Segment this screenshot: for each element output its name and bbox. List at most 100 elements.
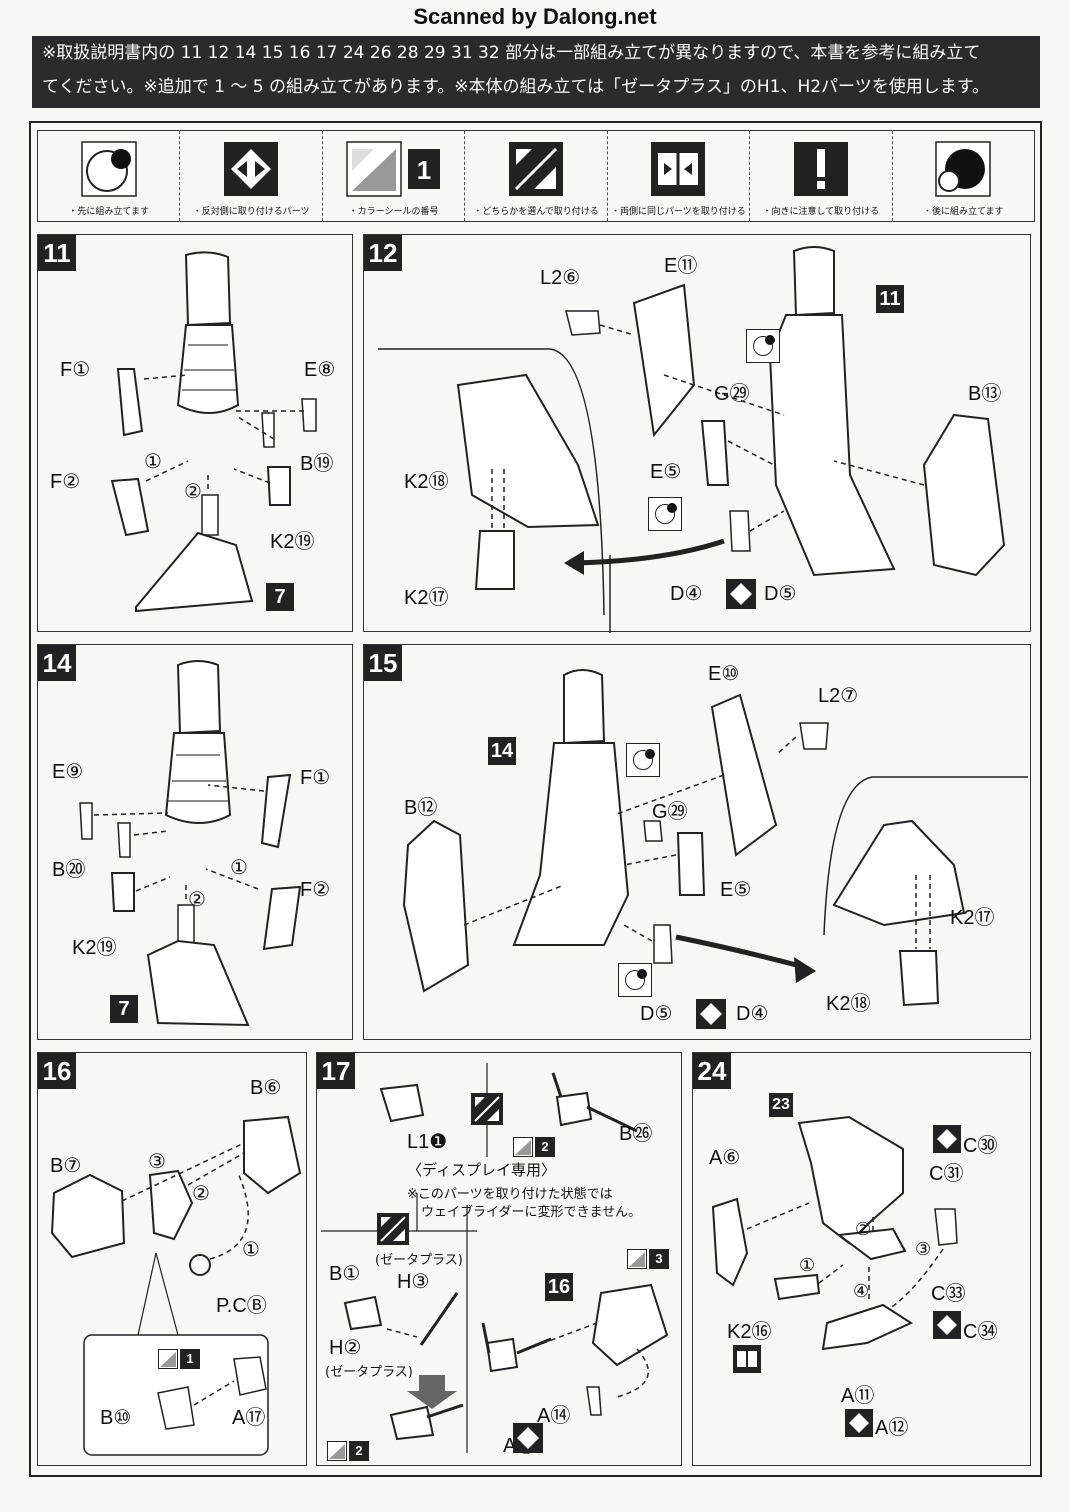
part-label: A⑰ [232, 1407, 266, 1429]
part-label: C㉝ [931, 1283, 966, 1305]
same-both-sides-icon [651, 142, 706, 196]
opposite-side-icon [224, 142, 279, 196]
part-label: K2⑱ [404, 471, 449, 493]
reference-step: 23 [769, 1093, 793, 1117]
step-14-panel: 14 E⑨ F① B⑳ F② K2⑲ ① ② 7 [37, 644, 353, 1040]
opposite-side-icon [696, 999, 726, 1029]
legend-caption: ・反対側に取り付けるパーツ [192, 207, 310, 217]
step-number: 12 [364, 235, 402, 271]
legend-caption: ・後に組み立てます [922, 207, 1004, 217]
opposite-side-icon [933, 1311, 961, 1339]
caution-icon [793, 142, 848, 196]
choose-one-icon [377, 1213, 409, 1245]
part-label: G㉙ [714, 383, 750, 405]
step-11-panel: 11 F① E⑧ B⑲ F② K2⑲ ① ② 7 [37, 234, 353, 632]
part-label: E⑤ [720, 879, 752, 901]
assemble-first-marker [746, 329, 780, 363]
assemble-first-marker [648, 497, 682, 531]
part-label: B⑫ [404, 797, 438, 819]
order-marker: ① [242, 1239, 260, 1261]
part-label: A⑭ [537, 1405, 571, 1427]
instruction-frame [29, 121, 1042, 1477]
legend-caption: ・先に組み立てます [68, 207, 149, 217]
legend-choose-one: ・どちらかを選んで取り付ける [465, 131, 608, 221]
part-label: B① [329, 1263, 361, 1285]
reference-step: 14 [488, 737, 516, 765]
order-marker: ② [192, 1183, 210, 1205]
order-marker: ① [230, 857, 248, 879]
part-label: D④ [736, 1003, 769, 1025]
part-label: L2⑦ [818, 685, 859, 707]
choose-one-icon [508, 142, 563, 196]
part-label: G㉙ [652, 801, 688, 823]
assemble-first-marker [618, 963, 652, 997]
choose-one-icon [471, 1093, 503, 1125]
reference-step: 7 [110, 995, 138, 1023]
part-label: K2⑱ [826, 993, 871, 1015]
legend-caption: ・カラーシールの番号 [348, 207, 439, 217]
step-number: 16 [38, 1053, 76, 1089]
reference-step: 11 [876, 285, 904, 313]
part-label: K2⑰ [950, 907, 995, 929]
scanned-by-watermark: Scanned by Dalong.net [413, 4, 657, 29]
legend-caption: ・向きに注意して取り付ける [762, 207, 880, 217]
part-label: B⑦ [50, 1155, 82, 1177]
part-label: K2⑯ [727, 1321, 772, 1343]
part-label: K2⑲ [72, 937, 117, 959]
opposite-side-icon [726, 579, 756, 609]
legend-assemble-first: ・先に組み立てます [38, 131, 181, 221]
assemble-first-icon [80, 141, 137, 197]
part-label: B㉖ [619, 1123, 653, 1145]
order-marker: ② [184, 481, 202, 503]
step-number: 24 [693, 1053, 731, 1089]
part-label: D④ [670, 583, 703, 605]
part-label: E⑧ [304, 359, 336, 381]
step-number: 17 [317, 1053, 355, 1089]
part-label: E⑪ [664, 255, 698, 277]
same-both-sides-icon [733, 1345, 761, 1373]
order-marker: ② [188, 889, 206, 911]
sticker-number: 1 [180, 1349, 200, 1369]
step-number: 15 [364, 645, 402, 681]
sticker-number: 3 [649, 1249, 669, 1269]
assemble-later-icon [935, 141, 991, 197]
part-label: E⑨ [52, 761, 84, 783]
legend-caption: ・どちらかを選んで取り付ける [473, 207, 599, 217]
part-label: H③ [397, 1271, 430, 1293]
step-17-panel: 17 L1❶ B㉖ 〈ディスプレイ専用〉 ※このパーツを取り付けた状態では ウェ… [316, 1052, 682, 1466]
leg-part-illustration [79, 660, 302, 1027]
legend-same-both-sides: ・両側に同じパーツを取り付ける [608, 131, 751, 221]
torso-part-illustration [711, 1115, 958, 1351]
part-label: H② [329, 1337, 362, 1359]
order-marker: ② [855, 1219, 872, 1239]
part-label: L1❶ [407, 1131, 448, 1153]
legend-opposite-side: ・反対側に取り付けるパーツ [180, 131, 323, 221]
head-part-illustration [50, 1115, 302, 1456]
color-sticker-icon [513, 1137, 533, 1157]
sticker-number: 2 [349, 1441, 369, 1461]
step-number: 11 [38, 235, 76, 271]
reference-step: 7 [266, 583, 294, 611]
part-label: F① [300, 767, 331, 789]
part-label: F② [300, 879, 331, 901]
part-label: D⑤ [640, 1003, 673, 1025]
color-sticker-icon [158, 1349, 178, 1369]
part-label: K2⑰ [404, 587, 449, 609]
part-label: B⑳ [52, 859, 86, 881]
order-marker: ③ [915, 1239, 932, 1259]
part-label: F① [60, 359, 91, 381]
part-label: A⑥ [709, 1147, 741, 1169]
color-sticker-icon [327, 1441, 347, 1461]
part-label: F② [50, 471, 81, 493]
legend-color-sticker: 1 ・カラーシールの番号 [323, 131, 466, 221]
step-12-panel: 12 L2⑥ E⑪ B⑬ G㉙ E⑤ K2⑱ K2⑰ D④ D⑤ 11 [363, 234, 1031, 633]
notice-banner: ※取扱説明書内の 11 12 14 15 16 17 24 26 28 29 3… [32, 36, 1040, 108]
opposite-side-icon [845, 1409, 873, 1437]
part-label: B⑩ [100, 1407, 132, 1429]
display-only-label: 〈ディスプレイ専用〉 [407, 1161, 556, 1179]
leg-assembly-illustration [402, 669, 1028, 1007]
assemble-first-marker [626, 743, 660, 777]
part-label: C㉛ [929, 1163, 964, 1185]
part-label: B⑥ [250, 1077, 282, 1099]
sticker-number: 2 [535, 1137, 555, 1157]
